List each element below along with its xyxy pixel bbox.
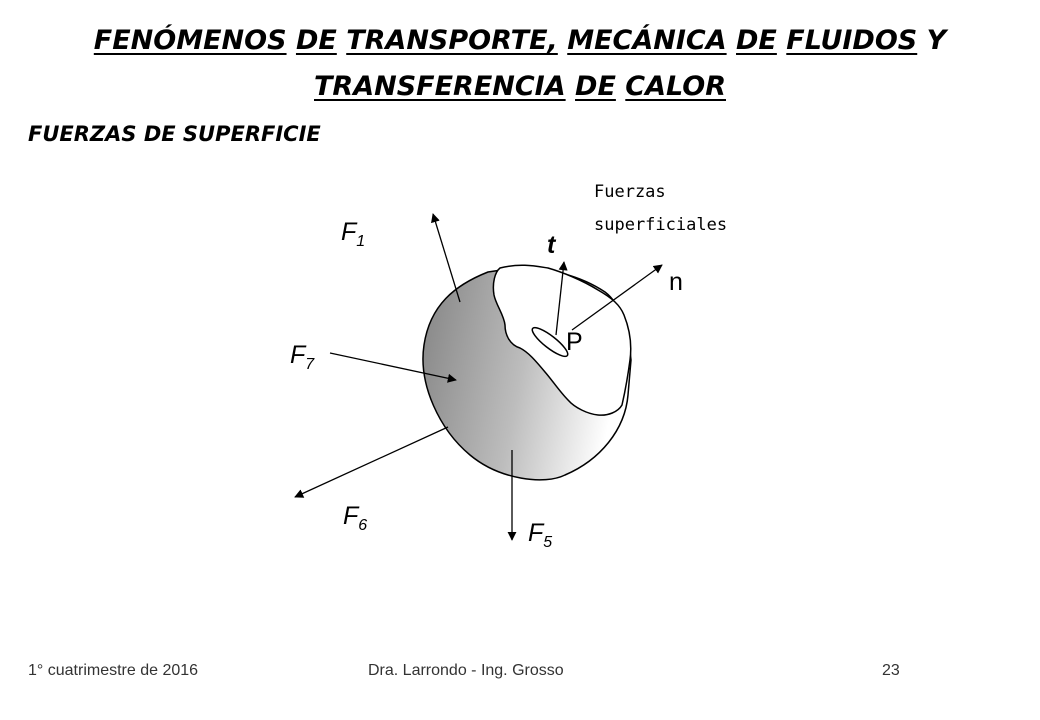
force-arrow-f6 — [294, 426, 449, 498]
label-f1: F1 — [341, 218, 365, 250]
label-f5-letter: F — [528, 519, 545, 547]
title-word: Y — [926, 25, 947, 56]
annotation-line-1: Fuerzas — [594, 182, 666, 202]
title-word: MECÁNICA — [567, 25, 727, 56]
force-arrow-f1 — [431, 213, 461, 303]
section-subtitle: FUERZAS DE SUPERFICIE — [28, 122, 321, 146]
label-f5-sub: 5 — [543, 534, 552, 551]
label-f1-letter: F — [341, 218, 358, 246]
title-word: DE — [295, 25, 337, 56]
title-line-2: TRANSFERENCIA DE CALOR — [0, 64, 1040, 110]
title-word: TRANSFERENCIA — [314, 71, 566, 102]
annotation-line-2: superficiales — [594, 215, 727, 235]
label-p: P — [566, 328, 583, 356]
title-word: CALOR — [625, 71, 726, 102]
label-n: n — [669, 268, 683, 296]
slide-title: FENÓMENOS DE TRANSPORTE, MECÁNICA DE FLU… — [0, 18, 1040, 110]
title-word: DE — [736, 25, 777, 56]
cut-surface — [492, 264, 632, 416]
footer-term: 1° cuatrimestre de 2016 — [28, 662, 199, 679]
label-f1-sub: 1 — [356, 233, 365, 250]
label-f7: F7 — [290, 341, 315, 373]
footer-authors: Dra. Larrondo - Ing. Grosso — [368, 662, 564, 679]
label-f6-letter: F — [343, 502, 360, 530]
label-f7-sub: 7 — [305, 356, 315, 373]
normal-arrow-n — [571, 264, 663, 331]
title-word: TRANSPORTE, — [346, 25, 558, 56]
label-f7-letter: F — [290, 341, 307, 369]
title-word: FENÓMENOS — [93, 25, 287, 56]
label-t: t — [547, 231, 557, 259]
label-f6: F6 — [343, 502, 367, 534]
tangent-arrow-t — [555, 261, 568, 336]
label-f5: F5 — [528, 519, 552, 551]
title-word: FLUIDOS — [786, 25, 918, 56]
area-element — [531, 326, 569, 358]
title-word: DE — [575, 71, 616, 102]
title-line-1: FENÓMENOS DE TRANSPORTE, MECÁNICA DE FLU… — [0, 18, 1040, 64]
force-arrow-f7 — [329, 352, 457, 383]
label-f6-sub: 6 — [358, 517, 367, 534]
footer-page-number: 23 — [882, 662, 900, 679]
